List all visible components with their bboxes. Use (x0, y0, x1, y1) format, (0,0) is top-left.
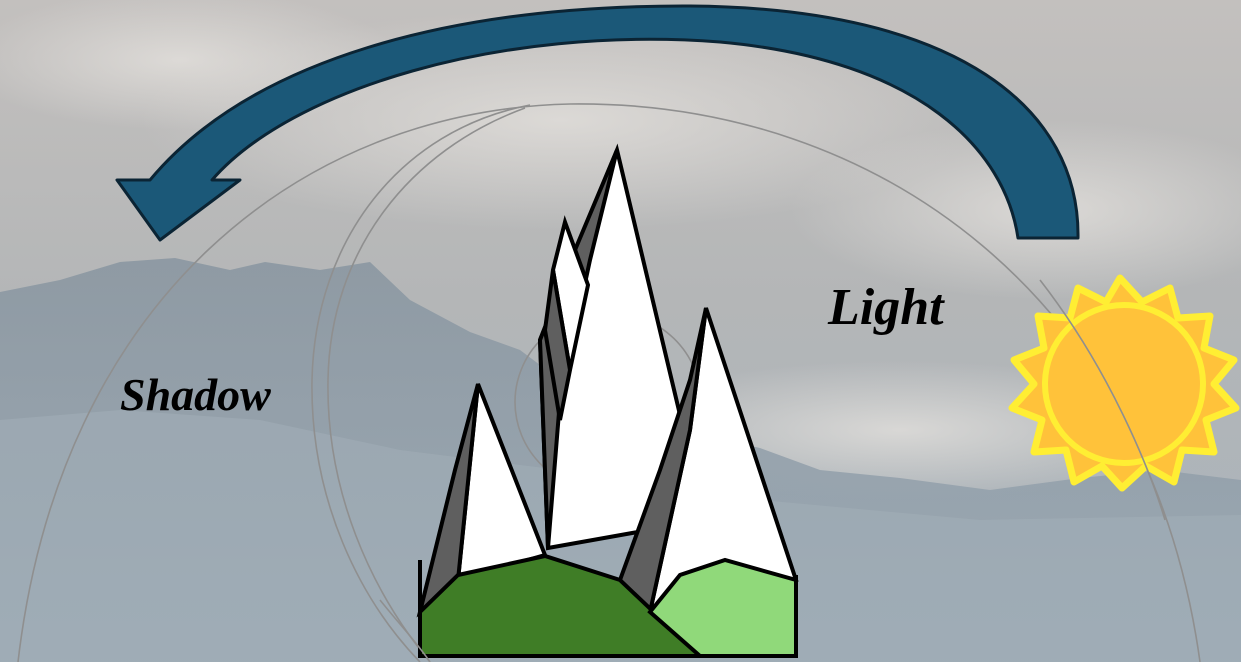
mountain-base-outline (418, 560, 798, 658)
orbit-line-over-sun (1039, 279, 1166, 521)
curved-arrow-icon (115, 4, 1080, 242)
shadow-label: Shadow (120, 369, 271, 420)
mountain-peaks-icon (416, 143, 799, 658)
sun-disc (1042, 302, 1206, 466)
middle-orbit-line-inner (327, 107, 526, 662)
middle-orbit-line (311, 104, 531, 662)
orbit-line-over-mountain (379, 599, 431, 662)
light-label: Light (828, 279, 944, 336)
small-peak-shadow (542, 269, 573, 421)
